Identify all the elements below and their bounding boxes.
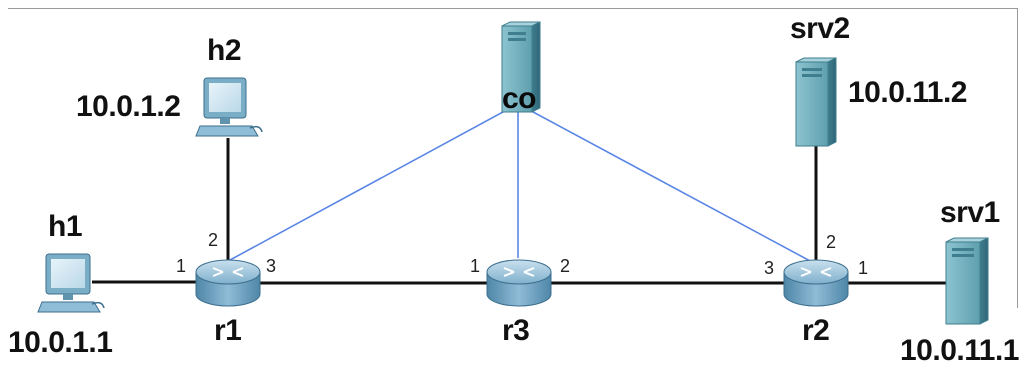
router-r3-icon [486, 259, 552, 307]
port-r3-right: 2 [560, 256, 571, 276]
frame-border-right [1017, 8, 1018, 308]
ip-label-srv2: 10.0.11.2 [848, 76, 967, 109]
router-r2-icon [783, 259, 849, 307]
node-label-r2: r2 [802, 314, 830, 347]
server-srv1-icon [945, 237, 989, 325]
ip-label-srv1: 10.0.11.1 [900, 334, 1019, 367]
node-label-h2: h2 [207, 34, 242, 67]
server-srv2-icon [795, 57, 837, 147]
node-label-srv2: srv2 [790, 12, 850, 45]
ip-label-h1: 10.0.1.1 [8, 326, 113, 359]
pc-h1-icon [37, 253, 105, 313]
node-label-r3: r3 [502, 314, 530, 347]
node-label-co: co [502, 82, 537, 115]
link-co-r2 [521, 105, 813, 263]
port-r2-up: 2 [826, 232, 837, 252]
port-r2-left: 3 [764, 258, 775, 278]
port-r2-right: 1 [858, 258, 869, 278]
node-label-r1: r1 [214, 314, 242, 347]
pc-h2-icon [195, 77, 263, 137]
ip-label-h2: 10.0.1.2 [76, 90, 181, 123]
node-label-srv1: srv1 [940, 196, 1000, 229]
frame-border-top [8, 8, 1018, 9]
port-r3-left: 1 [470, 256, 481, 276]
server-co-icon [501, 21, 541, 113]
port-r1-left: 1 [176, 256, 187, 276]
router-r1-icon [195, 259, 261, 307]
node-label-h1: h1 [48, 210, 83, 243]
link-co-r1 [229, 105, 515, 261]
port-r1-right: 3 [266, 256, 277, 276]
port-r1-up: 2 [208, 230, 219, 250]
